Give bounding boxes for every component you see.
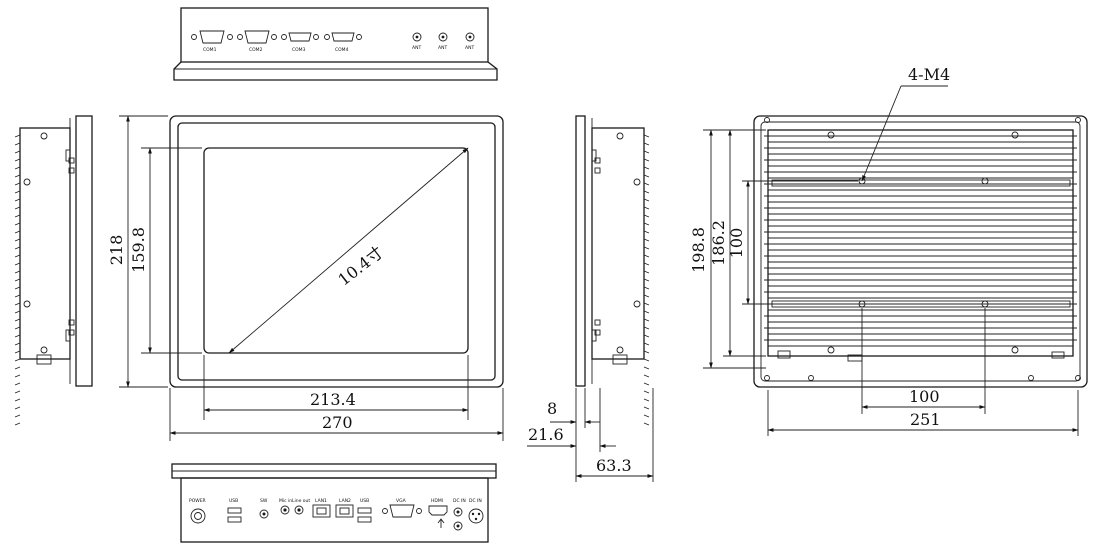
switch: SW — [259, 498, 269, 519]
screen-width-label: 213.4 — [310, 390, 356, 409]
svg-text:VGA: VGA — [396, 498, 407, 504]
usb-port-1: USB — [227, 498, 242, 523]
front-width-label: 270 — [322, 413, 353, 432]
bezel-depth-label: 8 — [547, 399, 557, 418]
svg-text:POWER: POWER — [189, 498, 206, 504]
svg-text:ANT: ANT — [412, 45, 421, 51]
top-view: COM1 COM2 COM3 COM4 ANT ANT ANT — [173, 7, 498, 81]
mid-depth-label: 21.6 — [528, 425, 564, 444]
svg-text:USB: USB — [360, 498, 369, 504]
right-side-view — [575, 115, 650, 426]
left-side-view — [14, 115, 93, 426]
lan-port-1: LAN1 — [312, 498, 331, 518]
vesa-vertical-label: 100 — [727, 228, 746, 259]
antenna-2: ANT — [438, 32, 448, 51]
mic-in-jack: Mic in — [279, 498, 292, 515]
svg-text:COM3: COM3 — [292, 47, 306, 53]
svg-text:Line out: Line out — [292, 498, 310, 504]
lan-port-2: LAN2 — [335, 498, 354, 518]
front-view: 10.4寸 — [169, 115, 504, 388]
diagonal-label: 10.4寸 — [334, 243, 386, 290]
vga-port: VGA — [382, 498, 422, 518]
svg-text:USB: USB — [229, 498, 238, 504]
mount-holes-label: 4-M4 — [908, 65, 950, 84]
svg-text:DC IN: DC IN — [453, 498, 466, 504]
back-inner-height-label: 186.2 — [709, 220, 728, 266]
diagonal-line — [228, 147, 469, 354]
svg-text:LAN1: LAN1 — [315, 498, 327, 504]
back-width-label: 251 — [910, 410, 941, 429]
com-port-3: COM3 — [281, 32, 319, 53]
antenna-1: ANT — [412, 32, 422, 51]
dc-in-jack-1: DC IN — [453, 498, 466, 531]
com-port-1: COM1 — [191, 30, 233, 53]
dc-in-jack-2: DC IN — [468, 498, 484, 524]
svg-text:ANT: ANT — [438, 45, 447, 51]
back-view — [753, 115, 1088, 388]
vesa-horizontal-label: 100 — [909, 387, 940, 406]
svg-text:DC IN: DC IN — [469, 498, 482, 504]
total-depth-label: 63.3 — [596, 456, 632, 475]
back-height-label: 198.8 — [689, 227, 708, 273]
com-port-2: COM2 — [237, 30, 277, 53]
svg-text:COM4: COM4 — [335, 47, 349, 53]
svg-text:COM1: COM1 — [203, 47, 217, 53]
power-button: POWER — [189, 498, 206, 524]
usb-port-2: USB — [357, 498, 372, 523]
bottom-view: POWER USB SW Mic in Line out LAN1 LAN2 — [171, 463, 497, 543]
com-port-4: COM4 — [324, 32, 362, 53]
front-height-label: 218 — [107, 235, 126, 266]
svg-text:LAN2: LAN2 — [339, 498, 351, 504]
svg-text:COM2: COM2 — [249, 47, 263, 53]
svg-text:SW: SW — [260, 498, 268, 504]
screen-height-label: 159.8 — [129, 227, 148, 273]
svg-text:HDMI: HDMI — [431, 498, 443, 504]
line-out-jack: Line out — [292, 498, 310, 515]
svg-text:Mic in: Mic in — [279, 498, 292, 504]
antenna-3: ANT — [465, 32, 475, 51]
svg-text:ANT: ANT — [465, 45, 474, 51]
arrow-icon — [437, 518, 445, 528]
hdmi-port: HDMI — [428, 498, 448, 516]
